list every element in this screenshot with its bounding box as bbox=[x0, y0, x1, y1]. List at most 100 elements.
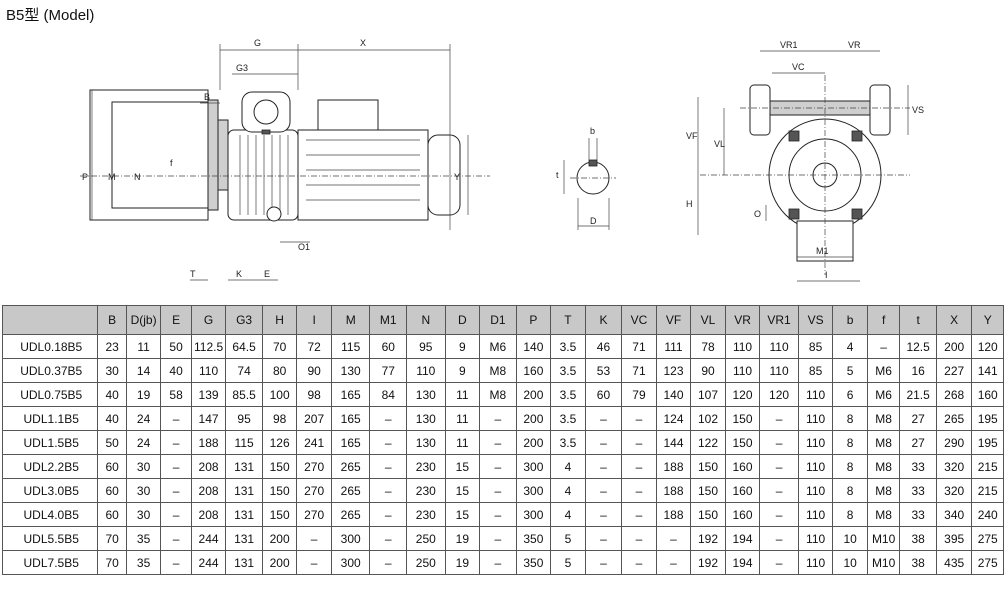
table-cell: 150 bbox=[261, 502, 298, 527]
table-cell: 110 bbox=[724, 334, 761, 359]
table-cell: 227 bbox=[935, 358, 973, 383]
table-cell: 300 bbox=[515, 454, 552, 479]
table-cell: 60 bbox=[584, 382, 623, 407]
table-cell: 38 bbox=[899, 526, 937, 551]
table-cell: – bbox=[584, 454, 623, 479]
table-cell: – bbox=[759, 526, 799, 551]
table-cell: – bbox=[621, 478, 657, 503]
dim-label: VC bbox=[792, 62, 805, 72]
table-cell: 11 bbox=[444, 382, 481, 407]
table-cell: 3.5 bbox=[550, 358, 586, 383]
table-cell: – bbox=[160, 502, 192, 527]
dim-label: H bbox=[686, 199, 693, 209]
table-cell: 141 bbox=[971, 358, 1004, 383]
table-cell: 110 bbox=[797, 526, 834, 551]
table-cell: 3.5 bbox=[550, 430, 586, 455]
dim-label: T bbox=[190, 269, 196, 279]
spec-table: B D(jb) E G G3 H I M M1 N D D1 P T K VC … bbox=[1, 305, 1004, 575]
table-cell: 192 bbox=[690, 550, 726, 575]
table-cell: 70 bbox=[97, 550, 127, 575]
table-cell: 35 bbox=[125, 550, 162, 575]
table-cell: 8 bbox=[832, 502, 868, 527]
table-cell: 40 bbox=[160, 358, 192, 383]
table-cell: 8 bbox=[832, 454, 868, 479]
table-cell: M8 bbox=[866, 454, 901, 479]
table-cell: 33 bbox=[899, 502, 937, 527]
table-cell: 150 bbox=[690, 478, 726, 503]
table-cell: 23 bbox=[97, 334, 127, 359]
table-cell: – bbox=[584, 502, 623, 527]
table-header-cell: D bbox=[444, 305, 481, 335]
table-cell: 265 bbox=[330, 478, 371, 503]
dim-label: VR bbox=[848, 40, 861, 50]
table-header-cell: I bbox=[296, 305, 332, 335]
table-cell: 33 bbox=[899, 454, 937, 479]
table-cell: 30 bbox=[125, 502, 162, 527]
dim-label: G bbox=[254, 38, 261, 48]
table-cell: 60 bbox=[369, 334, 408, 359]
table-cell: 300 bbox=[330, 550, 371, 575]
table-cell: M6 bbox=[866, 358, 901, 383]
table-cell: 165 bbox=[330, 406, 371, 431]
table-cell: 40 bbox=[97, 406, 127, 431]
table-cell: M8 bbox=[866, 406, 901, 431]
table-cell: 131 bbox=[225, 454, 263, 479]
table-cell: 14 bbox=[125, 358, 162, 383]
table-cell: 85 bbox=[797, 334, 834, 359]
table-cell: 131 bbox=[225, 550, 263, 575]
table-cell: 9 bbox=[444, 358, 481, 383]
table-cell: 84 bbox=[369, 382, 408, 407]
table-cell: 150 bbox=[261, 478, 298, 503]
table-cell: – bbox=[369, 550, 408, 575]
table-cell: – bbox=[160, 478, 192, 503]
table-cell: – bbox=[369, 478, 408, 503]
table-cell: 19 bbox=[444, 526, 481, 551]
table-header-cell: VF bbox=[655, 305, 692, 335]
table-cell: 102 bbox=[690, 406, 726, 431]
side-view-drawing: VR1 VR VC VS VF VL H O M1 I bbox=[686, 40, 924, 282]
table-cell: 24 bbox=[125, 430, 162, 455]
table-cell: 110 bbox=[797, 406, 834, 431]
table-cell: M8 bbox=[479, 382, 517, 407]
model-name-cell: UDL0.37B5 bbox=[1, 358, 99, 383]
table-cell: 192 bbox=[690, 526, 726, 551]
table-cell: 131 bbox=[225, 526, 263, 551]
table-cell: – bbox=[584, 406, 623, 431]
table-cell: 115 bbox=[225, 430, 263, 455]
table-cell: 275 bbox=[971, 526, 1004, 551]
table-header-cell: D1 bbox=[479, 305, 517, 335]
table-cell: – bbox=[160, 454, 192, 479]
table-cell: – bbox=[759, 502, 799, 527]
table-header-cell: E bbox=[160, 305, 192, 335]
dim-label: b bbox=[590, 126, 595, 136]
table-header-cell: VS bbox=[797, 305, 834, 335]
table-cell: – bbox=[296, 526, 332, 551]
table-cell: 95 bbox=[406, 334, 446, 359]
table-cell: 188 bbox=[655, 478, 692, 503]
table-cell: 110 bbox=[759, 358, 799, 383]
table-cell: – bbox=[621, 406, 657, 431]
table-cell: 140 bbox=[655, 382, 692, 407]
table-cell: – bbox=[621, 526, 657, 551]
table-cell: – bbox=[479, 406, 517, 431]
table-cell: M8 bbox=[479, 358, 517, 383]
table-cell: – bbox=[759, 430, 799, 455]
dim-label: X bbox=[360, 38, 366, 48]
table-cell: 230 bbox=[406, 454, 446, 479]
table-cell: – bbox=[369, 502, 408, 527]
table-cell: 194 bbox=[724, 526, 761, 551]
table-header-cell: VL bbox=[690, 305, 726, 335]
table-cell: 112.5 bbox=[190, 334, 227, 359]
table-cell: – bbox=[759, 406, 799, 431]
table-cell: 100 bbox=[261, 382, 298, 407]
dim-label: VL bbox=[714, 139, 725, 149]
table-cell: 230 bbox=[406, 502, 446, 527]
table-cell: 195 bbox=[971, 406, 1004, 431]
table-cell: – bbox=[160, 406, 192, 431]
table-cell: 130 bbox=[406, 430, 446, 455]
dim-label: B bbox=[204, 92, 210, 102]
table-cell: 5 bbox=[832, 358, 868, 383]
